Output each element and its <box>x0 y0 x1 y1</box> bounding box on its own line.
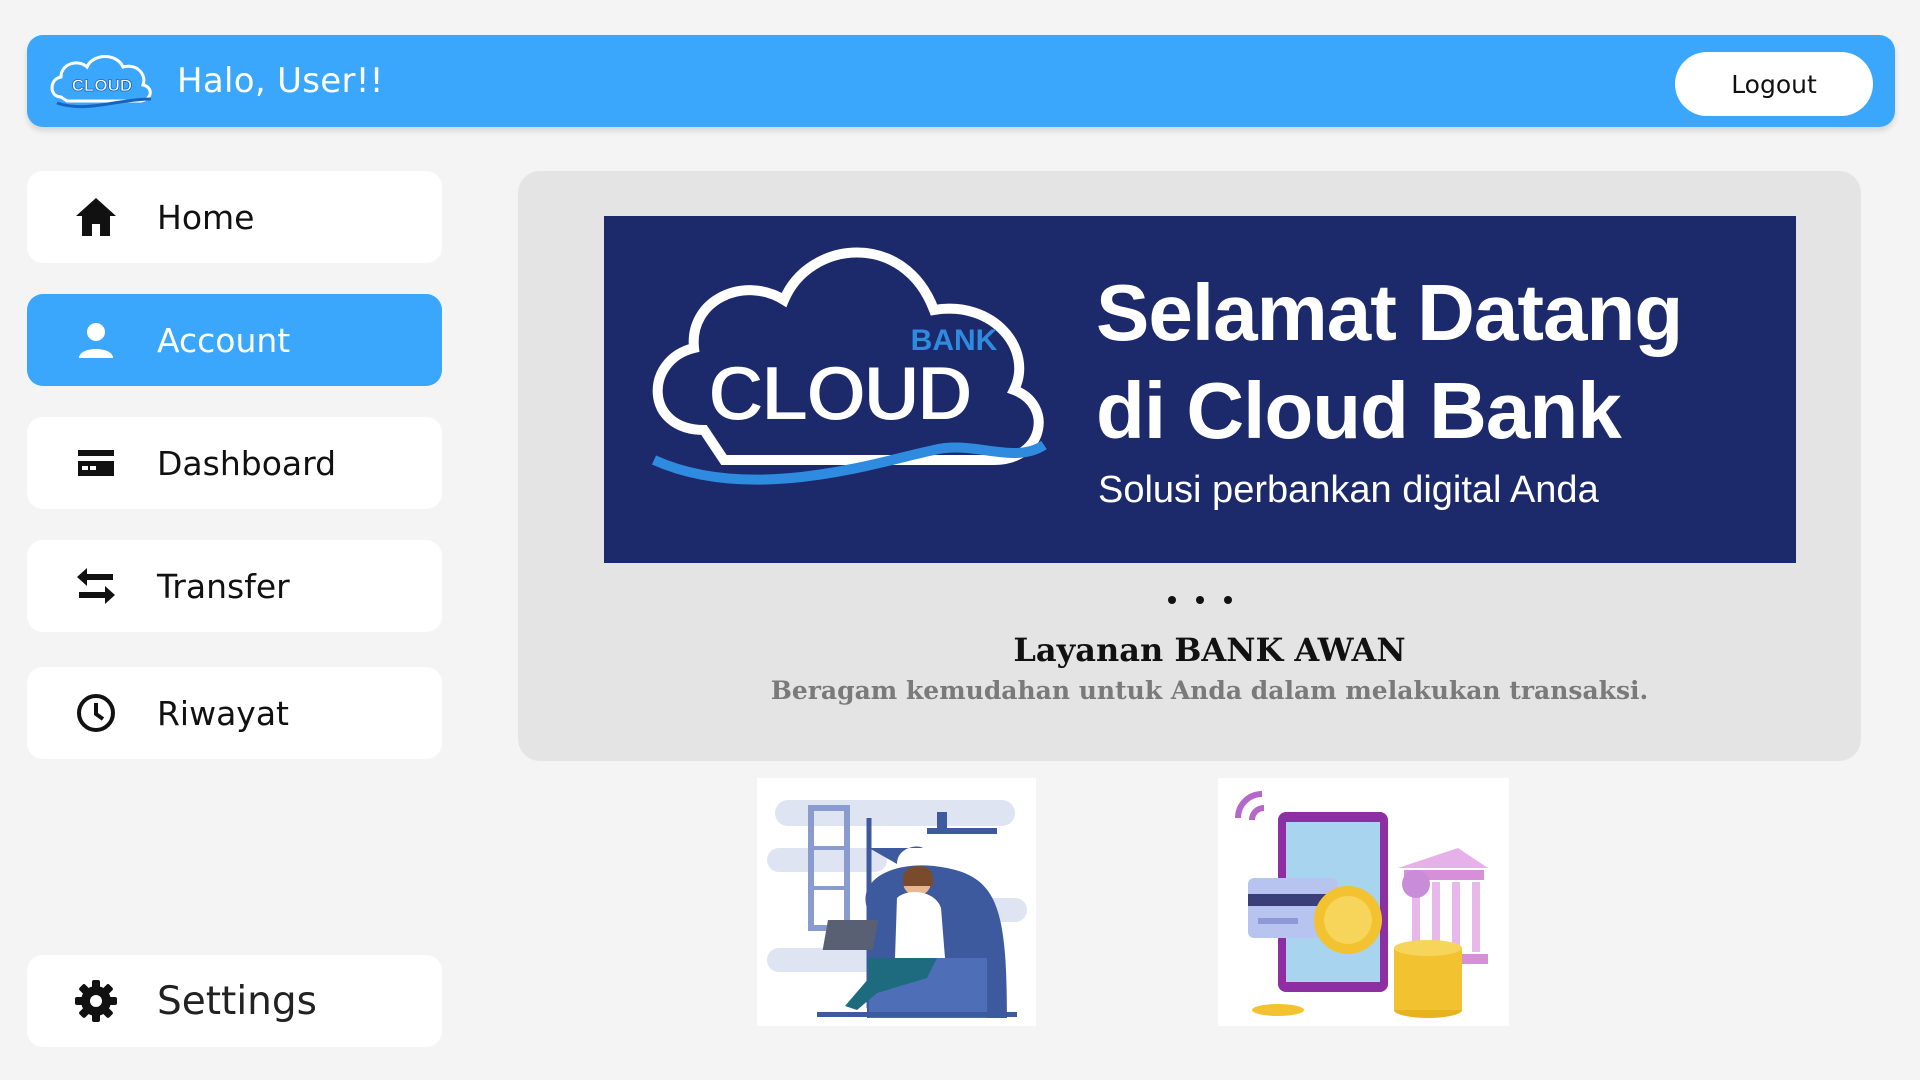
sidebar-item-label: Home <box>157 197 255 237</box>
banner-subtitle: Solusi perbankan digital Anda <box>1098 469 1599 511</box>
carousel-indicator[interactable] <box>518 589 1861 608</box>
card-icon <box>73 440 119 486</box>
sidebar-item-transfer[interactable]: Transfer <box>27 540 442 632</box>
clock-icon <box>73 690 119 736</box>
banner-title-line-1: Selamat Datang <box>1096 268 1683 357</box>
top-bar: CLOUD Halo, User!! Logout <box>27 35 1895 127</box>
welcome-banner[interactable]: BANK CLOUD Selamat Datang di Cloud Bank … <box>604 216 1796 563</box>
sidebar-item-dashboard[interactable]: Dashboard <box>27 417 442 509</box>
sidebar-item-riwayat[interactable]: Riwayat <box>27 667 442 759</box>
transfer-icon <box>73 563 119 609</box>
cloud-logo-icon: CLOUD <box>50 55 152 109</box>
sidebar-item-label: Transfer <box>157 566 290 606</box>
gear-icon <box>73 978 119 1024</box>
greeting-text: Halo, User!! <box>177 61 384 101</box>
services-description: Beragam kemudahan untuk Anda dalam melak… <box>770 676 1649 705</box>
cloud-bank-logo-icon: BANK CLOUD <box>651 247 1047 485</box>
services-title: Layanan BANK AWAN <box>1013 631 1406 669</box>
main-panel: BANK CLOUD Selamat Datang di Cloud Bank … <box>518 171 1861 761</box>
user-icon <box>73 317 119 363</box>
mobile-payment-illustration <box>1218 778 1509 1026</box>
person-laptop-illustration <box>757 778 1036 1026</box>
carousel-dot[interactable] <box>1223 596 1232 604</box>
sidebar-item-settings[interactable]: Settings <box>27 955 442 1047</box>
banner-title-line-2: di Cloud Bank <box>1096 366 1622 455</box>
sidebar-item-account[interactable]: Account <box>27 294 442 386</box>
banner-title: Selamat Datang di Cloud Bank <box>1096 264 1683 460</box>
sidebar-item-label: Settings <box>157 978 317 1024</box>
svg-text:CLOUD: CLOUD <box>72 76 132 95</box>
svg-text:CLOUD: CLOUD <box>708 349 971 437</box>
logout-button[interactable]: Logout <box>1675 52 1873 116</box>
sidebar-item-home[interactable]: Home <box>27 171 442 263</box>
carousel-dot[interactable] <box>1195 596 1204 604</box>
sidebar-item-label: Dashboard <box>157 443 337 483</box>
home-icon <box>73 194 119 240</box>
sidebar-item-label: Riwayat <box>157 693 289 733</box>
sidebar-item-label: Account <box>157 320 291 360</box>
carousel-dot[interactable] <box>1167 596 1176 604</box>
svg-text:BANK: BANK <box>911 324 998 357</box>
